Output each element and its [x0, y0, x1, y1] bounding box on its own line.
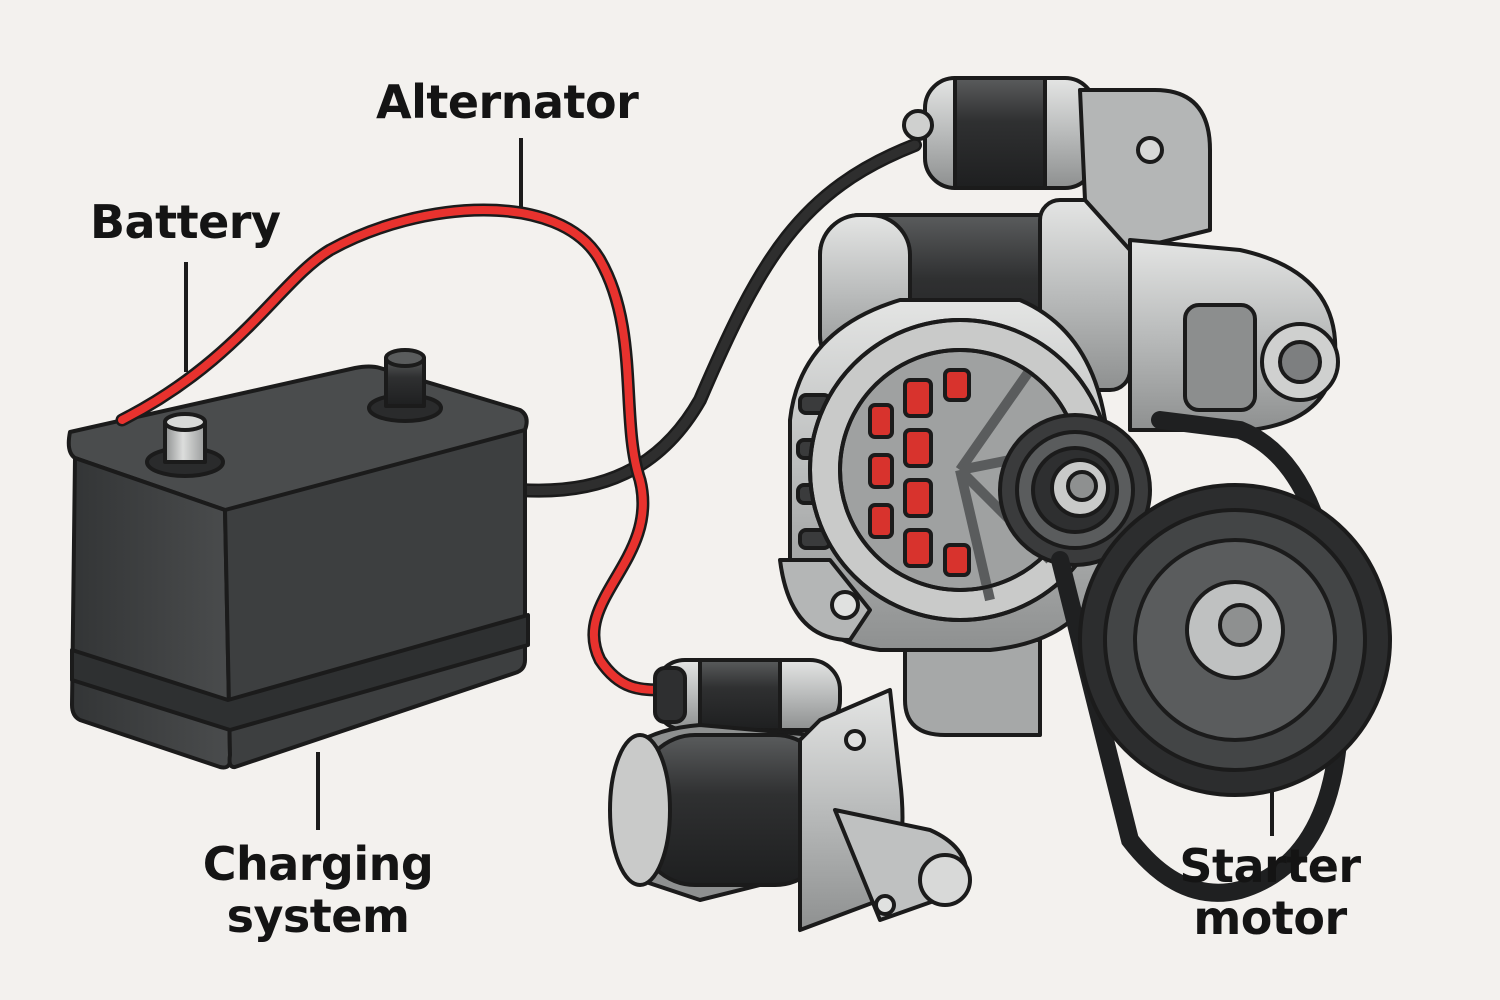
battery-icon	[66, 348, 530, 770]
alternator-icon	[778, 76, 1340, 737]
starter-motor-icon	[608, 658, 972, 932]
alternator-label: Alternator	[376, 75, 639, 129]
charging-system-label-line-1: Charging	[202, 837, 434, 891]
charging-system-label: Charging system	[168, 838, 468, 942]
cable-red-icon	[115, 203, 672, 697]
starter-motor-label: Starter motor	[1130, 840, 1410, 944]
starter-motor-label-line-2: motor	[1193, 891, 1347, 945]
battery-label: Battery	[90, 195, 281, 249]
starter-motor-label-line-1: Starter	[1179, 839, 1361, 893]
charging-system-label-line-2: system	[226, 889, 410, 943]
cable-icon	[513, 138, 922, 498]
pulley-icon	[1051, 411, 1392, 902]
